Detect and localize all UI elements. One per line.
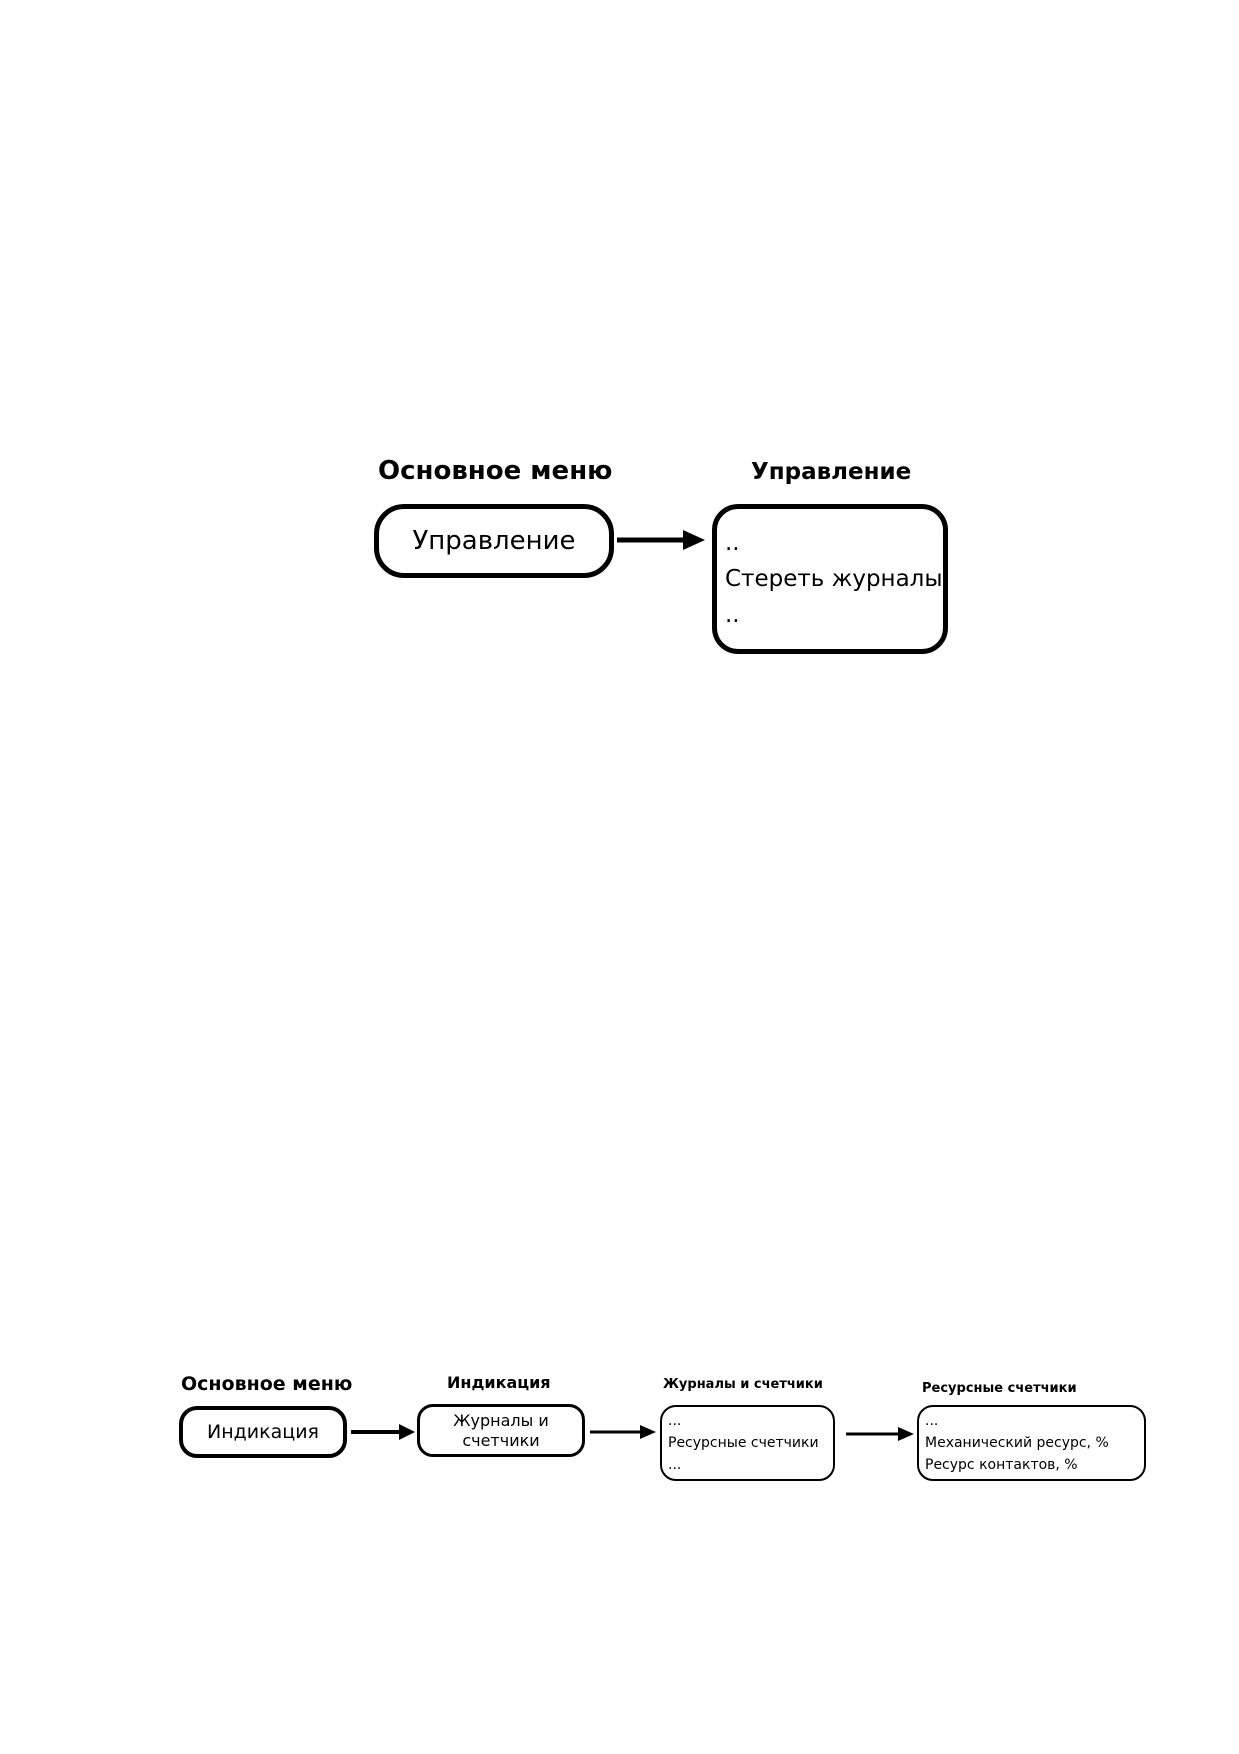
- menu-list-item-contact-resource[interactable]: Ресурс контактов, %: [925, 1457, 1078, 1473]
- resource-counters-menu-list: ... Механический ресурс, % Ресурс контак…: [917, 1405, 1146, 1481]
- logs-counters-label-line-1: Журналы и: [453, 1410, 549, 1430]
- control-menu-title: Управление: [751, 459, 912, 485]
- menu-list-item-mechanical-resource[interactable]: Механический ресурс, %: [925, 1435, 1109, 1451]
- control-menu-button-label: Управление: [412, 526, 576, 556]
- control-menu-button[interactable]: Управление: [374, 504, 614, 578]
- menu-list-item-clear-logs[interactable]: Стереть журналы: [725, 566, 943, 592]
- arrow-icon: [846, 1427, 914, 1441]
- control-menu-list: .. Стереть журналы ..: [712, 504, 948, 654]
- logs-counters-label-line-2: счетчики: [462, 1430, 540, 1450]
- menu-list-item[interactable]: ..: [725, 530, 740, 556]
- main-menu-title: Основное меню: [378, 456, 613, 486]
- menu-list-item[interactable]: ...: [668, 1413, 682, 1429]
- menu-list-item[interactable]: ...: [668, 1457, 682, 1473]
- indication-menu-button[interactable]: Индикация: [179, 1406, 347, 1458]
- logs-counters-menu-button[interactable]: Журналы и счетчики: [417, 1404, 585, 1457]
- logs-counters-menu-title: Журналы и счетчики: [663, 1377, 823, 1392]
- main-menu-title: Основное меню: [181, 1373, 353, 1395]
- arrow-icon: [351, 1424, 415, 1440]
- menu-list-item[interactable]: ...: [925, 1413, 939, 1429]
- menu-list-item-resource-counters[interactable]: Ресурсные счетчики: [668, 1435, 819, 1451]
- arrow-icon: [590, 1425, 656, 1439]
- menu-list-item[interactable]: ..: [725, 602, 740, 628]
- resource-counters-menu-title: Ресурсные счетчики: [922, 1381, 1077, 1396]
- arrow-icon: [617, 530, 705, 550]
- indication-menu-title: Индикация: [447, 1373, 551, 1392]
- logs-counters-menu-list: ... Ресурсные счетчики ...: [660, 1405, 835, 1481]
- indication-menu-button-label: Индикация: [207, 1421, 319, 1443]
